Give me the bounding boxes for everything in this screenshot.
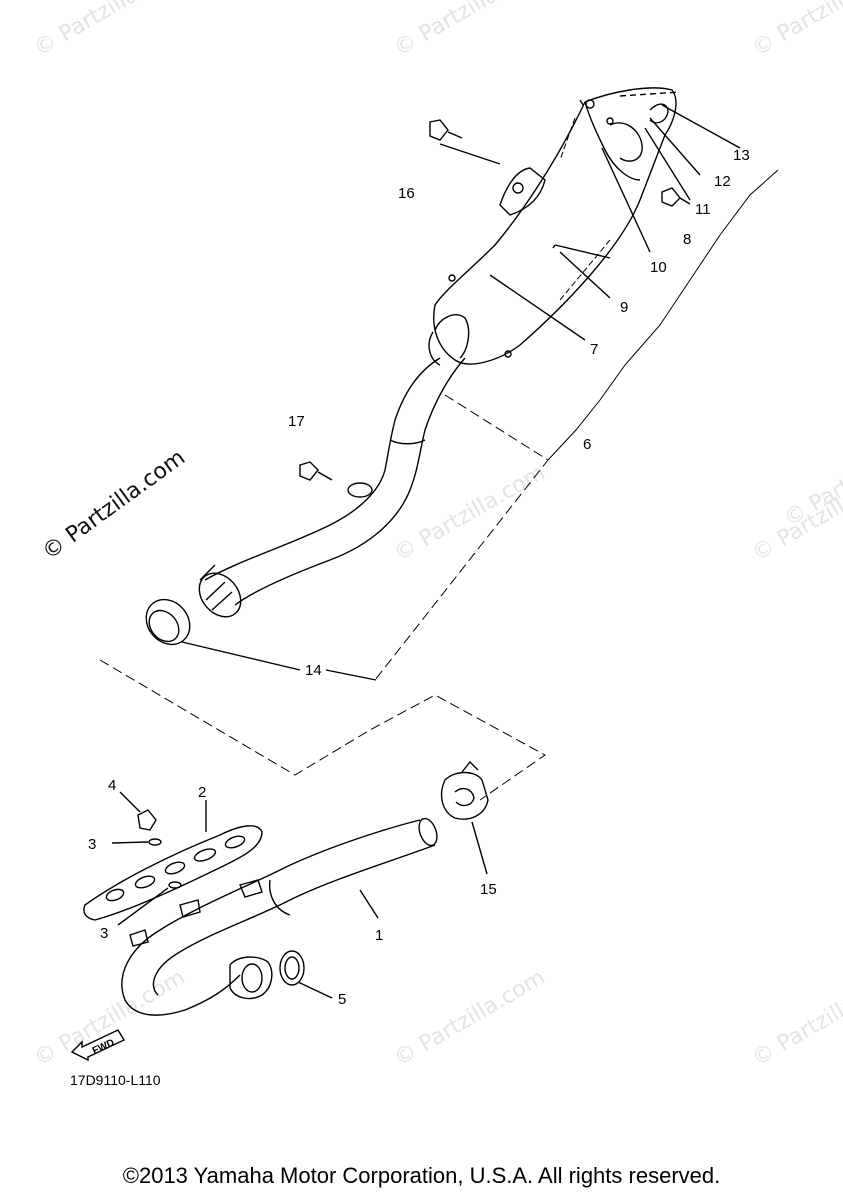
callout-7: 7: [590, 341, 598, 358]
fwd-label: FWD: [91, 1037, 116, 1057]
callout-3: 3: [88, 836, 96, 853]
callout-5: 5: [338, 991, 346, 1008]
callout-4: 4: [108, 777, 116, 794]
protector: [83, 825, 263, 921]
callout-11: 11: [695, 201, 711, 218]
callout-9: 9: [620, 299, 628, 316]
callout-14: 14: [305, 662, 322, 679]
exhaust-pipe: [121, 819, 421, 1016]
clamp: [440, 771, 489, 820]
forward-arrow-icon: FWD: [70, 1029, 125, 1062]
callout-2: 2: [198, 784, 206, 801]
diagram-code: 17D9110-L110: [70, 1072, 161, 1088]
callout-16: 16: [398, 185, 415, 202]
callout-6: 6: [583, 436, 591, 453]
callout-12: 12: [714, 173, 731, 190]
callout-1: 1: [375, 927, 383, 944]
callout-13: 13: [733, 147, 750, 164]
copyright-text: ©2013 Yamaha Motor Corporation, U.S.A. A…: [122, 1163, 721, 1188]
muffler-body: [433, 87, 677, 365]
callout-17: 17: [288, 413, 305, 430]
callout-15: 15: [480, 881, 497, 898]
callout-8: 8: [683, 231, 691, 248]
callout-10: 10: [650, 259, 667, 276]
callout-3: 3: [100, 925, 108, 942]
link-pipe: [204, 357, 441, 581]
